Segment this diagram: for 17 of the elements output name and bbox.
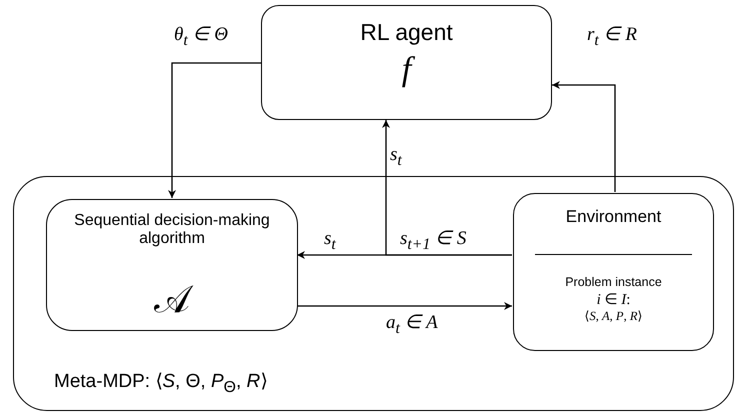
arrow	[552, 81, 616, 192]
node-title: Sequential decision-making algorithm	[73, 212, 271, 248]
arrow	[297, 302, 512, 310]
math-text: i ∈ I:	[596, 292, 632, 308]
node-title: Meta-MDP: ⟨S, Θ, P$_{Θ}$, R⟩	[54, 372, 268, 396]
process-box	[513, 193, 714, 351]
math-symbol: f	[262, 51, 551, 88]
node-text: Problem instance	[564, 276, 663, 290]
math-text: ⟨S, A, P, R⟩	[584, 310, 644, 324]
math-label: s$_{t+1}$ ∈ S	[399, 229, 468, 253]
arrow	[168, 62, 261, 198]
arrow	[382, 120, 512, 256]
node-title: RL agent	[359, 20, 454, 46]
math-symbol: 𝒜	[47, 280, 297, 322]
process-box	[46, 199, 298, 331]
node-title: Environment	[564, 208, 662, 227]
process-box	[261, 5, 552, 120]
